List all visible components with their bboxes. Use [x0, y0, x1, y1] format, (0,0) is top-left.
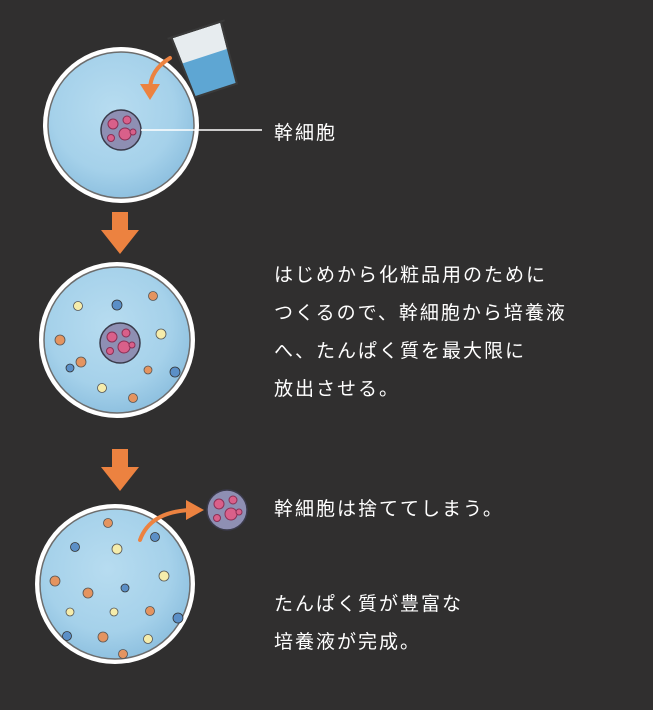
stem-cell-icon: [100, 109, 142, 151]
complete-line: たんぱく質が豊富な: [274, 593, 464, 615]
release-line: へ、たんぱく質を最大限に: [274, 340, 527, 362]
complete-description: たんぱく質が豊富な 培養液が完成。: [274, 585, 463, 661]
pouring-beaker-icon: [167, 19, 239, 99]
dish-3-proteins: [49, 518, 184, 659]
dish-3: [35, 504, 195, 664]
release-line: はじめから化粧品用のために: [274, 264, 548, 286]
release-description: はじめから化粧品用のために つくるので、幹細胞から培養液 へ、たんぱく質を最大限…: [274, 256, 567, 408]
pour-arrow-icon: [140, 56, 172, 100]
stem-cell-label: 幹細胞: [274, 122, 338, 144]
discard-description: 幹細胞は捨ててしまう。: [274, 498, 504, 520]
orange-down-arrow-icon: [101, 449, 139, 491]
stem-cell-icon: [206, 489, 248, 531]
orange-down-arrow-icon: [101, 212, 139, 254]
dish-2-proteins: [54, 291, 181, 403]
stem-cell-icon: [99, 322, 141, 364]
complete-line: 培養液が完成。: [274, 631, 422, 653]
dish-1: [43, 47, 199, 203]
dish-2: [39, 262, 195, 418]
release-line: つくるので、幹細胞から培養液: [274, 302, 567, 324]
discard-arrow-icon: [138, 500, 204, 542]
release-line: 放出させる。: [274, 378, 401, 400]
